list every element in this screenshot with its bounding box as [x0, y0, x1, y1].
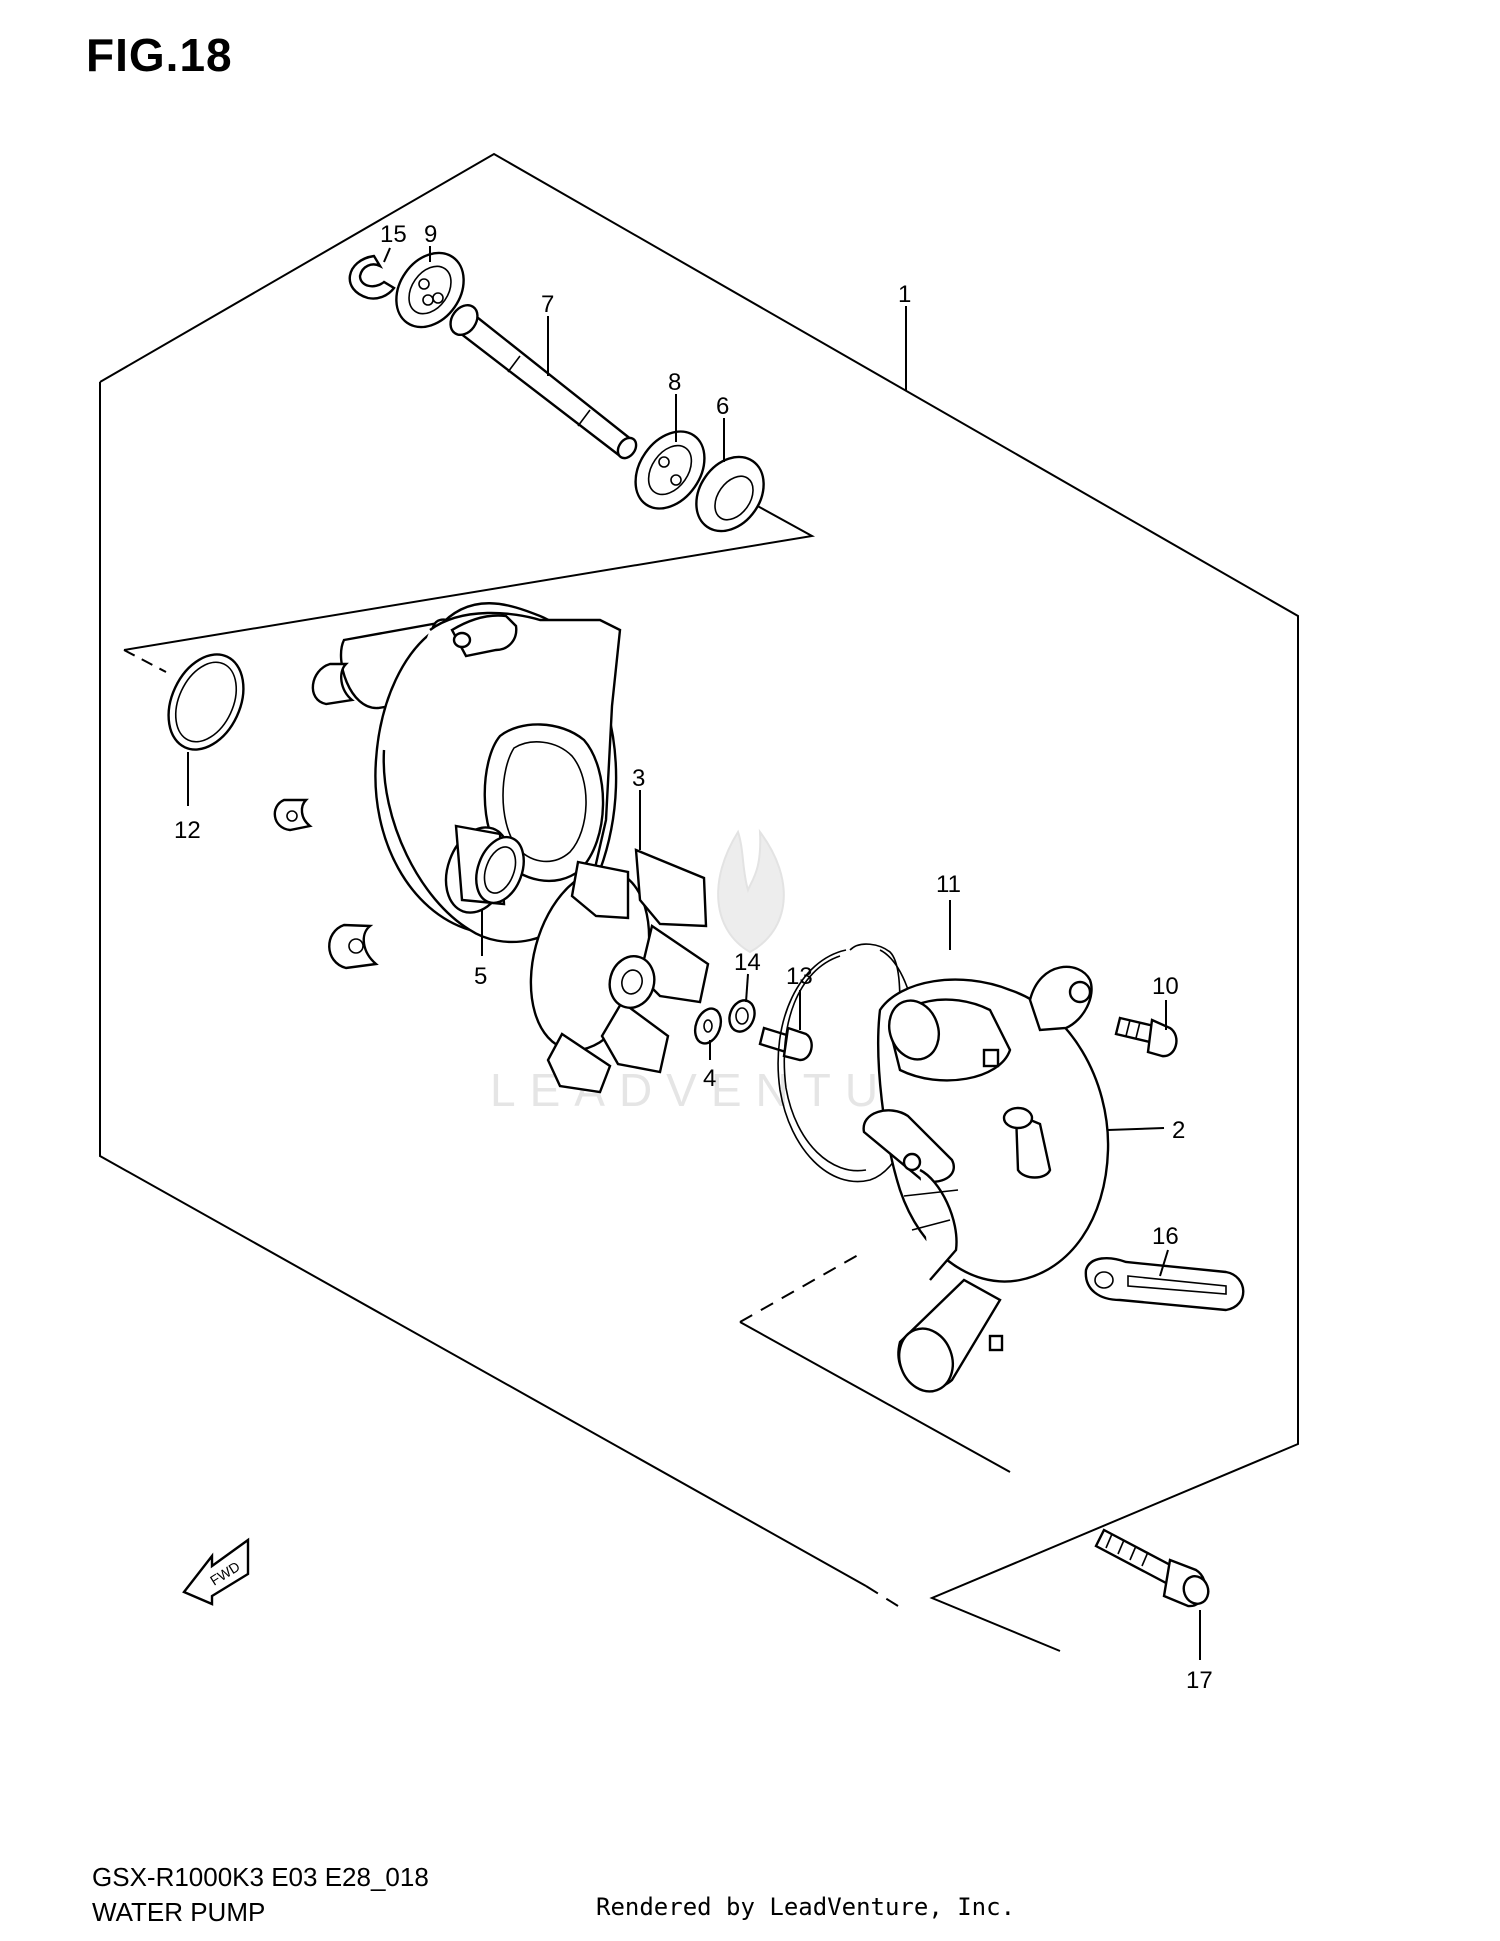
pump-group-boundary-top	[739, 1254, 859, 1323]
part-9-bearing[interactable]	[382, 240, 477, 340]
part-4-washer[interactable]	[691, 1005, 726, 1047]
callout-3[interactable]: 3	[632, 765, 645, 792]
part-8-bearing[interactable]	[621, 418, 718, 521]
fwd-badge: FWD	[182, 1537, 250, 1606]
part-7-shaft[interactable]	[445, 300, 640, 462]
callout-4[interactable]: 4	[703, 1065, 716, 1092]
leader-lines	[187, 246, 1201, 1660]
pump-cover-housing[interactable]	[273, 602, 622, 970]
callout-5[interactable]: 5	[474, 963, 487, 990]
callout-12[interactable]: 12	[174, 817, 201, 844]
callout-2[interactable]: 2	[1172, 1117, 1185, 1144]
footer-rendered-by: Rendered by LeadVenture, Inc.	[596, 1893, 1016, 1921]
callout-7[interactable]: 7	[541, 291, 554, 318]
assembly-frame-left	[99, 382, 867, 1587]
callout-1[interactable]: 1	[898, 281, 911, 308]
callout-14[interactable]: 14	[734, 949, 761, 976]
part-3-impeller[interactable]	[512, 848, 710, 1094]
callout-11[interactable]: 11	[936, 871, 961, 898]
callout-labels: 15 9 7 1 8 6 12 3 5 11 14 13 10 4 2 16 1…	[174, 221, 1213, 1694]
callout-17[interactable]: 17	[1186, 1667, 1213, 1694]
pump-group-boundary	[739, 1321, 1011, 1473]
part-10-bolt[interactable]	[1114, 1016, 1178, 1058]
part-6-seal[interactable]	[682, 444, 777, 544]
part-14-washer[interactable]	[725, 997, 758, 1035]
part-5-mechanical-seal[interactable]	[435, 818, 533, 921]
part-2-pump-body[interactable]	[862, 965, 1110, 1399]
part-13-bolt[interactable]	[758, 1026, 813, 1062]
part-17-bolt[interactable]	[1094, 1528, 1212, 1608]
part-12-o-ring[interactable]	[154, 642, 258, 761]
shaft-group-boundary-tail	[123, 649, 167, 673]
footer-model-code: GSX-R1000K3 E03 E28_018	[92, 1862, 429, 1892]
frame-dash-left	[865, 1585, 899, 1607]
callout-8[interactable]: 8	[668, 369, 681, 396]
callout-6[interactable]: 6	[716, 393, 729, 420]
callout-13[interactable]: 13	[786, 963, 813, 990]
assembly-frame	[99, 152, 1299, 1652]
part-15-circlip[interactable]	[348, 254, 396, 300]
part-16-bracket[interactable]	[1084, 1257, 1245, 1312]
callout-10[interactable]: 10	[1152, 973, 1179, 1000]
callout-15[interactable]: 15	[380, 221, 407, 248]
callout-9[interactable]: 9	[424, 221, 437, 248]
figure-title: FIG.18	[86, 29, 233, 81]
flame-logo-icon	[717, 828, 785, 954]
callout-16[interactable]: 16	[1152, 1223, 1179, 1250]
fwd-arrow-icon	[182, 1537, 250, 1606]
footer-section-name: WATER PUMP	[92, 1897, 266, 1927]
